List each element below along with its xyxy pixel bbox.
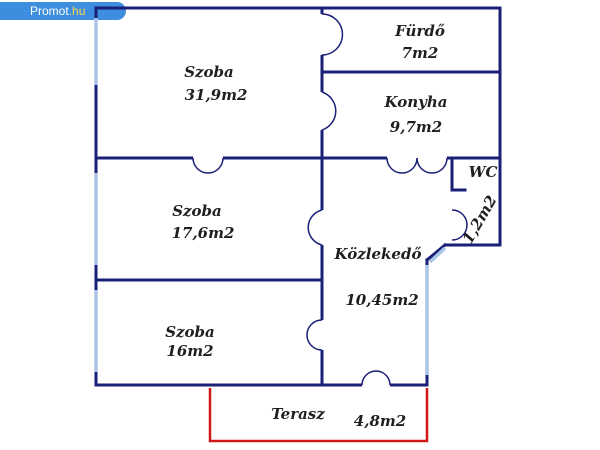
wc-name: WC [469, 163, 498, 181]
konyha-name: Konyha [384, 93, 448, 111]
wc-area: 1,2m2 [459, 192, 501, 246]
terrace-outline [208, 388, 429, 443]
kozlekedo-area: 10,45m2 [345, 291, 418, 309]
interior-walls [94, 6, 502, 387]
szoba2-area: 17,6m2 [172, 224, 235, 242]
szoba3-name: Szoba [165, 323, 215, 341]
szoba2-name: Szoba [172, 202, 222, 220]
szoba3-area: 16m2 [166, 342, 213, 360]
furdo-name: Fürdő [394, 22, 445, 40]
windows [94, 18, 447, 375]
terasz-area: 4,8m2 [354, 412, 406, 430]
furdo-area: 7m2 [402, 44, 439, 62]
outer-walls [94, 6, 502, 387]
kozlekedo-name: Közlekedő [334, 245, 422, 263]
szoba1-name: Szoba [184, 63, 234, 81]
room-labels: Fürdő 7m2 Szoba 31,9m2 Konyha 9,7m2 WC 1… [165, 22, 500, 430]
konyha-area: 9,7m2 [390, 118, 442, 136]
terasz-name: Terasz [271, 405, 325, 423]
szoba1-area: 31,9m2 [185, 86, 248, 104]
watermark-tld: .hu [68, 4, 86, 18]
doors [192, 13, 468, 388]
watermark-brand: Promot [30, 4, 69, 18]
